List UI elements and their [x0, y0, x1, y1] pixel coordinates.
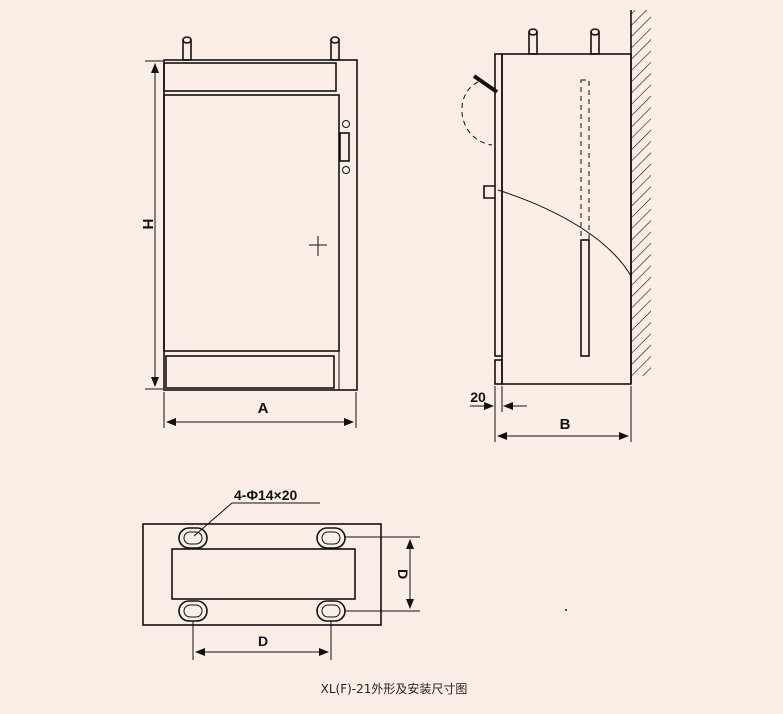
- side-bolt-left: [528, 28, 538, 55]
- dimension-d-vertical: [345, 536, 420, 612]
- hole-leader-line: [193, 502, 233, 537]
- internal-rail: [580, 239, 590, 357]
- front-door: [163, 94, 340, 352]
- label-holes: 4-Φ14×20: [234, 487, 297, 503]
- wall-hatch: [631, 10, 651, 376]
- label-h: H: [139, 219, 156, 230]
- hinge-bracket: [483, 185, 495, 199]
- label-20: 20: [470, 389, 486, 405]
- slot-top-left: [178, 527, 208, 549]
- stray-dot: [565, 609, 567, 611]
- slot-bottom-right: [316, 600, 346, 622]
- front-bolt-right: [330, 36, 340, 61]
- label-a: A: [258, 400, 269, 417]
- dimension-20: [470, 386, 527, 442]
- side-door-edge: [494, 53, 503, 357]
- dimension-a: [163, 392, 357, 428]
- label-b: B: [560, 416, 571, 433]
- cable-curve: [497, 189, 632, 277]
- front-bottom-panel: [165, 355, 335, 389]
- label-d-horizontal: D: [258, 633, 268, 649]
- front-view: H A: [139, 36, 358, 428]
- base-plate: [142, 523, 382, 626]
- front-top-panel: [163, 62, 337, 92]
- side-bolt-right: [590, 28, 600, 55]
- front-cabinet-outline: [163, 59, 358, 391]
- door-swing-arc: [461, 81, 493, 146]
- side-handle: [472, 74, 499, 94]
- center-cross-icon: [309, 236, 327, 256]
- mounting-view: 4-Φ14×20 D D: [142, 487, 420, 660]
- front-bolt-left: [182, 36, 192, 61]
- dimension-d-horizontal: [192, 621, 332, 660]
- label-d-vertical: D: [395, 569, 411, 579]
- slot-bottom-left: [178, 600, 208, 622]
- base-opening: [171, 548, 356, 600]
- slot-top-right: [316, 527, 346, 549]
- dimension-b: [497, 386, 632, 442]
- internal-rail-dashed: [580, 79, 590, 241]
- door-lock-icon: [339, 120, 350, 174]
- dimension-h: [145, 60, 163, 390]
- figure-caption: XL(F)-21外形及安装尺寸图: [321, 681, 468, 696]
- side-view: 20 B: [461, 10, 651, 442]
